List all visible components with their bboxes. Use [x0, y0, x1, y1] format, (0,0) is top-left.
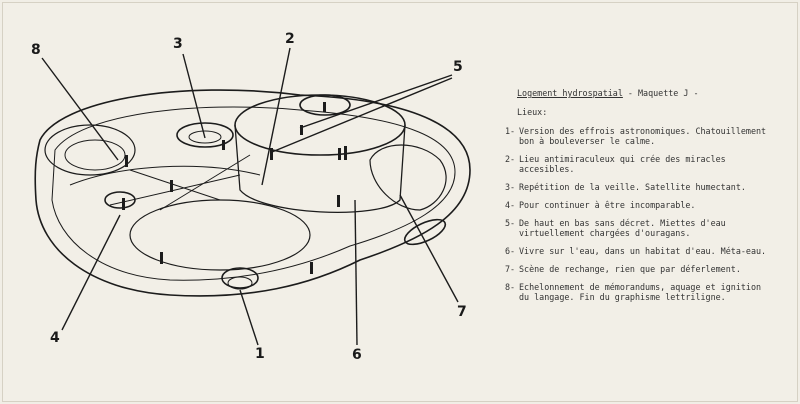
human-figures [122, 102, 347, 274]
legend-item-text: Lieu antimiraculeux qui crée des miracle… [519, 154, 726, 174]
legend-item-text: Pour continuer à être incomparable. [519, 200, 696, 210]
legend-item-text: Echelonnement de mémorandums, aquage et … [519, 282, 762, 302]
legend-item: 8-Echelonnement de mémorandums, aquage e… [505, 282, 795, 302]
legend-item: 5-De haut en bas sans décret. Miettes d'… [505, 218, 795, 238]
top-hatch [299, 94, 351, 116]
legend-item-number: 2- [505, 154, 516, 164]
legend-text-block: Logement hydrospatial - Maquette J - Lie… [505, 88, 795, 310]
left-ring [44, 124, 136, 176]
pod-4 [104, 191, 136, 209]
legend-item-number: 7- [505, 264, 516, 274]
legend-item-number: 1- [505, 126, 516, 136]
callout-4: 4 [50, 330, 60, 346]
pod-1 [221, 267, 259, 289]
callout-2: 2 [285, 31, 295, 47]
pod-inner-rim [51, 106, 456, 281]
legend-title-main: Logement hydrospatial [517, 88, 623, 98]
legend-item-text: Vivre sur l'eau, dans un habitat d'eau. … [519, 246, 767, 256]
pod-outer-shell [34, 89, 471, 297]
pod-1-inner [227, 276, 253, 290]
legend-item-number: 5- [505, 218, 516, 228]
legend-subtitle: Lieux: [517, 107, 548, 117]
legend-item: 7-Scène de rechange, rien que par déferl… [505, 264, 795, 274]
platform-beams [69, 154, 261, 211]
floor-disc [129, 199, 311, 271]
callout-1: 1 [255, 346, 265, 362]
ring-3-inner [188, 130, 222, 144]
central-cylinder-top [234, 94, 406, 156]
legend-item: 3-Repétition de la veille. Satellite hum… [505, 182, 795, 192]
callout-leaders [41, 47, 459, 346]
legend-item-number: 3- [505, 182, 516, 192]
legend-item-number: 4- [505, 200, 516, 210]
legend-title: Logement hydrospatial - Maquette J - [517, 88, 795, 98]
callout-5: 5 [453, 59, 463, 75]
legend-item: 6-Vivre sur l'eau, dans un habitat d'eau… [505, 246, 795, 256]
callout-3: 3 [173, 36, 183, 52]
legend-title-suffix: - Maquette J - [622, 88, 699, 98]
legend-item: 4-Pour continuer à être incomparable. [505, 200, 795, 210]
legend-item: 2-Lieu antimiraculeux qui crée des mirac… [505, 154, 795, 174]
legend-item-number: 6- [505, 246, 516, 256]
legend-item-number: 8- [505, 282, 516, 292]
legend-item: 1-Version des effrois astronomiques. Cha… [505, 126, 795, 146]
legend-item-text: De haut en bas sans décret. Miettes d'ea… [519, 218, 726, 238]
legend-item-text: Scène de rechange, rien que par déferlem… [519, 264, 741, 274]
central-cylinder-body [234, 124, 406, 213]
callout-7: 7 [457, 304, 467, 320]
ring-3 [176, 122, 234, 148]
side-port [403, 218, 447, 246]
left-ring-inner [64, 139, 126, 171]
legend-item-text: Repétition de la veille. Satellite humec… [519, 182, 746, 192]
callout-8: 8 [31, 42, 41, 58]
bubble-dome [369, 144, 447, 211]
legend-item-text: Version des effrois astronomiques. Chato… [519, 126, 767, 146]
callout-6: 6 [352, 347, 362, 363]
